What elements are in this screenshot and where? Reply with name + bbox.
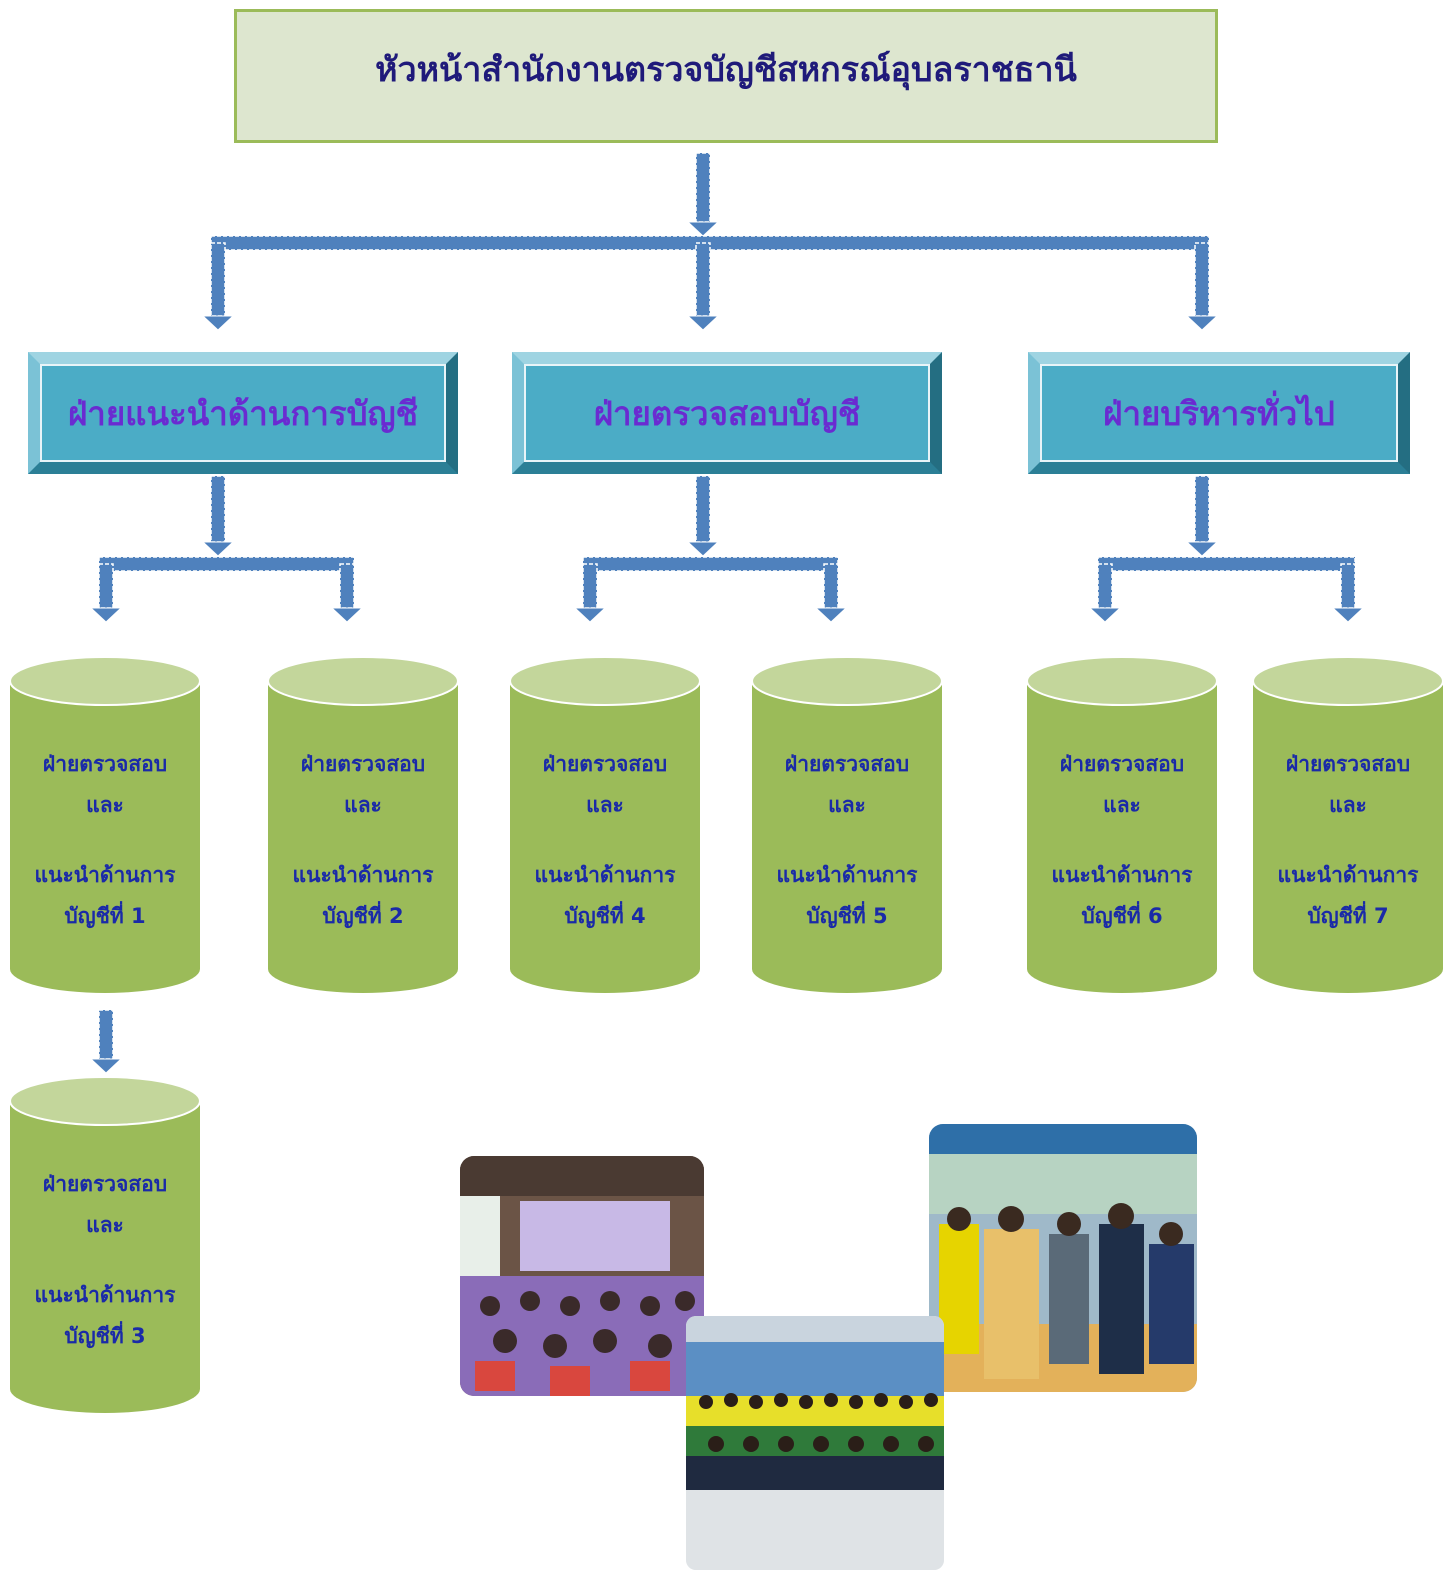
dept-label: ฝ่ายบริหารทั่วไป — [1103, 393, 1335, 433]
unit-label-line2: และ — [828, 793, 866, 817]
unit-label-line1: ฝ่ายตรวจสอบ — [42, 752, 168, 776]
unit-cylinder-6: ฝ่ายตรวจสอบ และ แนะนำด้านการ บัญชีที่ 6 — [1027, 657, 1217, 993]
arrow-down-icon — [1088, 607, 1122, 623]
unit-cylinder-2: ฝ่ายตรวจสอบ และ แนะนำด้านการ บัญชีที่ 2 — [268, 657, 458, 993]
unit-label-line1: ฝ่ายตรวจสอบ — [1285, 752, 1411, 776]
unit-label-line1: ฝ่ายตรวจสอบ — [784, 752, 910, 776]
dept-general-admin: ฝ่ายบริหารทั่วไป — [1028, 352, 1410, 474]
unit-label-line2: และ — [86, 793, 124, 817]
connector-to-unit-3 — [89, 1009, 123, 1074]
connector-dept1-bus — [98, 556, 355, 572]
cylinder-shape — [10, 657, 200, 993]
unit-label-line1: ฝ่ายตรวจสอบ — [42, 1172, 168, 1196]
cylinder-shape — [752, 657, 942, 993]
connector-to-unit-4 — [573, 563, 607, 623]
arrow-down-icon — [89, 607, 123, 623]
cylinder-shape — [268, 657, 458, 993]
unit-label-line3: แนะนำด้านการ — [34, 1283, 176, 1307]
arrow-down-icon — [1185, 315, 1219, 331]
dept-audit: ฝ่ายตรวจสอบบัญชี — [512, 352, 942, 474]
unit-label-line4: บัญชีที่ 2 — [322, 904, 404, 928]
dept-label: ฝ่ายตรวจสอบบัญชี — [593, 393, 861, 433]
unit-label-line1: ฝ่ายตรวจสอบ — [542, 752, 668, 776]
unit-label-line4: บัญชีที่ 6 — [1081, 904, 1163, 928]
head-office-title: หัวหน้าสำนักงานตรวจบัญชีสหกรณ์อุบลราชธาน… — [375, 50, 1077, 90]
unit-label-line4: บัญชีที่ 7 — [1307, 904, 1389, 928]
connector-dept3-down — [1185, 475, 1219, 557]
connector-to-unit-5 — [814, 563, 848, 623]
unit-cylinder-3: ฝ่ายตรวจสอบ และ แนะนำด้านการ บัญชีที่ 3 — [10, 1077, 200, 1413]
unit-label-line2: และ — [86, 1213, 124, 1237]
connector-to-unit-2 — [330, 563, 364, 623]
arrow-down-icon — [686, 541, 720, 557]
unit-label-line3: แนะนำด้านการ — [776, 863, 918, 887]
dept-label: ฝ่ายแนะนำด้านการบัญชี — [67, 393, 419, 433]
photo-meeting-hall — [460, 1156, 704, 1396]
unit-label-line3: แนะนำด้านการ — [34, 863, 176, 887]
unit-label-line4: บัญชีที่ 1 — [64, 904, 146, 928]
head-office-box: หัวหน้าสำนักงานตรวจบัญชีสหกรณ์อุบลราชธาน… — [234, 9, 1218, 143]
unit-label-line3: แนะนำด้านการ — [292, 863, 434, 887]
photo-group-picture-image — [686, 1316, 944, 1570]
arrow-down-icon — [686, 221, 720, 237]
unit-label-line4: บัญชีที่ 5 — [806, 904, 888, 928]
unit-label-line3: แนะนำด้านการ — [534, 863, 676, 887]
connector-dept2-down — [686, 475, 720, 557]
connector-to-unit-1 — [89, 563, 123, 623]
connector-dept3-bus — [1097, 556, 1356, 572]
photo-group-picture — [686, 1316, 944, 1570]
unit-label-line4: บัญชีที่ 4 — [564, 904, 646, 928]
unit-cylinder-5: ฝ่ายตรวจสอบ และ แนะนำด้านการ บัญชีที่ 5 — [752, 657, 942, 993]
arrow-down-icon — [201, 541, 235, 557]
arrow-down-icon — [686, 315, 720, 331]
connector-dept1-down — [201, 475, 235, 557]
unit-label-line2: และ — [1329, 793, 1367, 817]
unit-label-line2: และ — [586, 793, 624, 817]
photo-outdoor-event-image — [929, 1124, 1197, 1392]
connector-head-down — [686, 152, 720, 237]
dept-accounting-advisory: ฝ่ายแนะนำด้านการบัญชี — [28, 352, 458, 474]
connector-dept2-bus — [582, 556, 839, 572]
unit-label-line3: แนะนำด้านการ — [1051, 863, 1193, 887]
unit-label-line2: และ — [1103, 793, 1141, 817]
arrow-down-icon — [89, 1058, 123, 1074]
arrow-down-icon — [814, 607, 848, 623]
connector-to-dept-1 — [201, 242, 235, 331]
unit-label-line1: ฝ่ายตรวจสอบ — [1059, 752, 1185, 776]
unit-cylinder-1: ฝ่ายตรวจสอบ และ แนะนำด้านการ บัญชีที่ 1 — [10, 657, 200, 993]
connector-to-unit-7 — [1331, 563, 1365, 623]
cylinder-shape — [10, 1077, 200, 1413]
unit-label-line4: บัญชีที่ 3 — [64, 1324, 146, 1348]
photo-meeting-hall-image — [460, 1156, 704, 1396]
connector-to-unit-6 — [1088, 563, 1122, 623]
arrow-down-icon — [330, 607, 364, 623]
cylinder-shape — [1027, 657, 1217, 993]
unit-label-line2: และ — [344, 793, 382, 817]
unit-cylinder-7: ฝ่ายตรวจสอบ และ แนะนำด้านการ บัญชีที่ 7 — [1253, 657, 1443, 993]
photo-outdoor-event — [929, 1124, 1197, 1392]
unit-cylinder-4: ฝ่ายตรวจสอบ และ แนะนำด้านการ บัญชีที่ 4 — [510, 657, 700, 993]
connector-to-dept-2 — [686, 242, 720, 331]
cylinder-shape — [1253, 657, 1443, 993]
cylinder-shape — [510, 657, 700, 993]
unit-label-line1: ฝ่ายตรวจสอบ — [300, 752, 426, 776]
unit-label-line3: แนะนำด้านการ — [1277, 863, 1419, 887]
arrow-down-icon — [573, 607, 607, 623]
connector-to-dept-3 — [1185, 242, 1219, 331]
arrow-down-icon — [1331, 607, 1365, 623]
arrow-down-icon — [1185, 541, 1219, 557]
arrow-down-icon — [201, 315, 235, 331]
